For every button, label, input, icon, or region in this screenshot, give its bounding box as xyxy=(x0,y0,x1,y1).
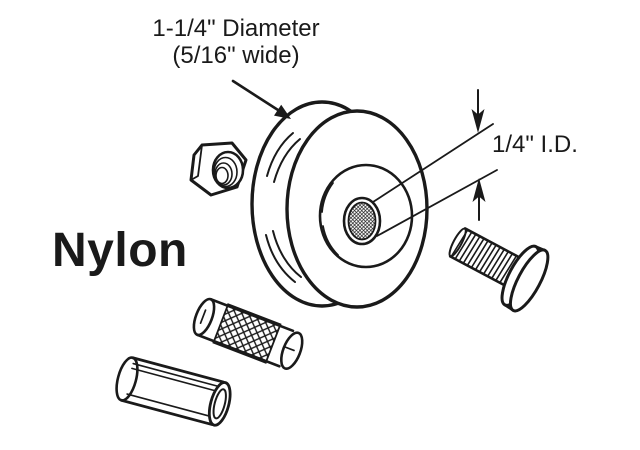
inner-diameter-label: 1/4" I.D. xyxy=(492,131,578,158)
hex-nut-drawing xyxy=(189,141,248,197)
bolt-drawing xyxy=(447,226,550,313)
diameter-label: 1-1/4" Diameter (5/16" wide) xyxy=(118,15,354,69)
diameter-label-line2: (5/16" wide) xyxy=(172,42,300,69)
bore-mesh xyxy=(347,201,377,241)
bolt-threads xyxy=(450,229,518,284)
diameter-label-line1: 1-1/4" Diameter xyxy=(152,15,320,42)
knurled-pin-drawing xyxy=(192,297,304,370)
arrow-down-right-icon xyxy=(274,104,291,119)
arrow-up-icon xyxy=(472,178,486,202)
diameter-label-arrow xyxy=(231,79,291,119)
roll-pin-drawing xyxy=(115,356,232,427)
arrow-down-icon xyxy=(471,109,485,133)
inner-diameter-dimension xyxy=(372,89,498,237)
wheel-drawing xyxy=(250,100,429,309)
material-label: Nylon xyxy=(52,224,188,277)
